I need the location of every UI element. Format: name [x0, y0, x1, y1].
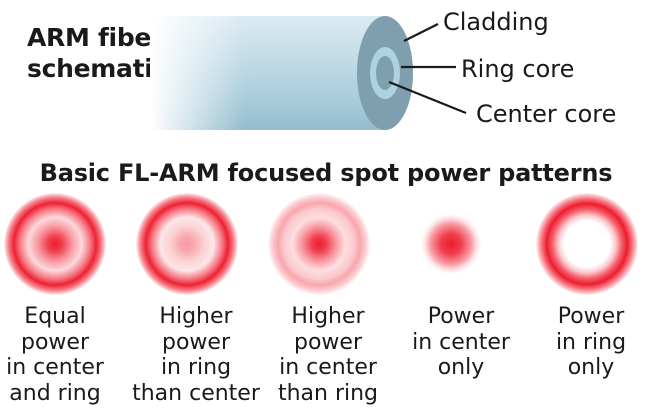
caption-higher-ring: Higher power in ring than center — [131, 304, 261, 406]
caption-line: and ring — [9, 380, 101, 406]
ring-core-label: Ring core — [461, 55, 575, 83]
center-core-label: Center core — [476, 100, 617, 128]
spot-pattern-higher-ring — [136, 193, 238, 295]
caption-line: in ring — [160, 355, 232, 380]
caption-line: Power — [557, 304, 625, 329]
caption-line: than ring — [277, 380, 379, 406]
caption-line: Power — [427, 304, 495, 329]
patterns-title: Basic FL-ARM focused spot power patterns — [39, 159, 613, 187]
fiber-title-line-1: ARM fiber — [27, 23, 164, 52]
spot-pattern-center-only — [400, 193, 502, 295]
cladding-leader-line — [403, 23, 439, 42]
caption-line: in center — [6, 355, 104, 380]
caption-equal-power: Equal power in center and ring — [0, 304, 120, 406]
caption-line: in center — [279, 355, 377, 380]
caption-line: in center — [412, 329, 510, 355]
fiber-body-fade — [150, 14, 386, 132]
caption-line: Equal — [24, 304, 86, 329]
spot-pattern-equal-power — [4, 193, 106, 295]
spot-pattern-ring-only — [536, 193, 638, 295]
caption-center-only: Power in center only — [396, 304, 526, 381]
caption-line: only — [437, 355, 485, 380]
spot-pattern-higher-center — [268, 193, 370, 295]
fiber-schematic-title: ARM fiber schematic — [27, 22, 167, 84]
fiber-schematic — [150, 14, 467, 132]
caption-line: in ring — [555, 329, 627, 355]
caption-line: Higher — [159, 304, 233, 329]
center-core-end-face — [376, 56, 394, 90]
fiber-title-line-2: schematic — [27, 54, 168, 83]
caption-line: power — [162, 329, 230, 355]
caption-higher-center: Higher power in center than ring — [263, 304, 393, 406]
caption-ring-only: Power in ring only — [526, 304, 652, 381]
cladding-label: Cladding — [443, 8, 549, 36]
center-core-leader-line — [388, 80, 467, 115]
caption-line: Higher — [291, 304, 365, 329]
caption-line: power — [21, 329, 89, 355]
caption-line: only — [567, 355, 615, 380]
caption-line: power — [294, 329, 362, 355]
caption-line: than center — [132, 380, 260, 406]
